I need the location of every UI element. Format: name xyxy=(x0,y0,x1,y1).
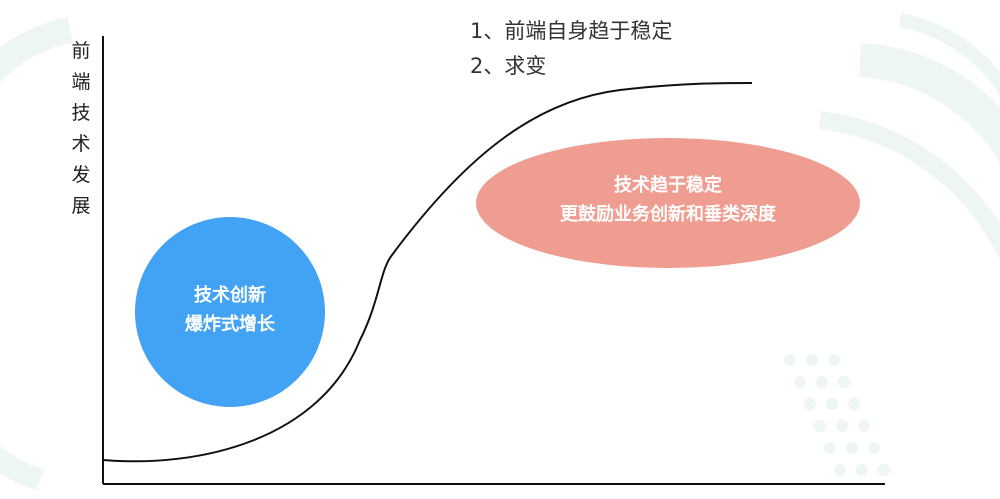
stable-bubble-text: 技术趋于稳定 更鼓励业务创新和垂类深度 xyxy=(478,171,858,229)
growth-curve xyxy=(102,82,753,463)
notes-list: 1、前端自身趋于稳定 2、求变 xyxy=(470,14,672,84)
note-item: 2、求变 xyxy=(470,54,547,78)
stable-line-1: 技术趋于稳定 xyxy=(614,175,722,196)
note-item: 1、前端自身趋于稳定 xyxy=(470,19,673,43)
innovation-bubble-text: 技术创新 爆炸式增长 xyxy=(135,281,325,339)
stable-bubble xyxy=(476,138,860,268)
innovation-line-2: 爆炸式增长 xyxy=(185,314,275,335)
y-axis-label: 前端技术发展 xyxy=(71,40,91,217)
innovation-line-1: 技术创新 xyxy=(194,285,266,306)
background-dots xyxy=(784,354,890,476)
innovation-bubble xyxy=(135,217,325,407)
stable-line-2: 更鼓励业务创新和垂类深度 xyxy=(560,204,776,225)
background-arcs xyxy=(0,13,1000,491)
